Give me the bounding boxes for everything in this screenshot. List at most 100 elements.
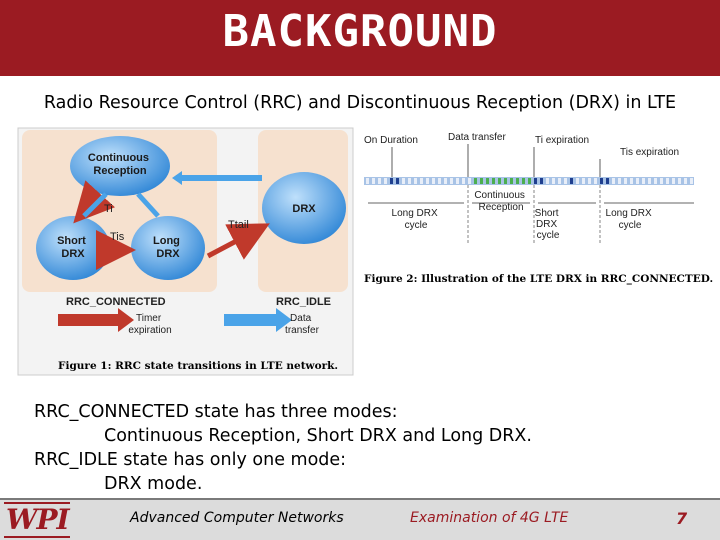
timeline-slot (438, 178, 441, 184)
legend-timer-arrow (58, 314, 118, 326)
timeline-slot (510, 178, 513, 184)
legend-timer-label: Timer expiration (128, 313, 171, 336)
wpi-logo: WPI (6, 503, 70, 536)
timeline-slot (474, 178, 477, 184)
label-ttail: Ttail (228, 219, 249, 231)
label-tis-expiration: Tis expiration (620, 147, 679, 158)
footer-divider (0, 498, 720, 500)
timeline-slot (612, 178, 615, 184)
figure2-caption: Figure 2: Illustration of the LTE DRX in… (364, 273, 713, 286)
timeline-slot (576, 178, 579, 184)
wpi-logo-frame (4, 502, 70, 538)
slide-title: BACKGROUND (222, 6, 498, 57)
timeline-slot (468, 178, 471, 184)
arrow-long-to-continuous (136, 192, 160, 218)
timeline-slot (564, 178, 567, 184)
timeline-slot (582, 178, 585, 184)
timeline-slot (408, 178, 411, 184)
timeline-slot (606, 178, 609, 184)
body-line-2: Continuous Reception, Short DRX and Long… (104, 426, 532, 446)
label-ti: Ti (104, 203, 113, 215)
timeline-slot (570, 178, 573, 184)
timeline-slot (498, 178, 501, 184)
label-ti-expiration: Ti expiration (535, 135, 589, 146)
timeline-slot (642, 178, 645, 184)
footer-course: Advanced Computer Networks (130, 510, 344, 526)
timeline-slot (660, 178, 663, 184)
page-number: 7 (676, 509, 688, 528)
timeline-slot (384, 178, 387, 184)
timeline-slot (588, 178, 591, 184)
body-text: RRC_CONNECTED state has three modes: Con… (34, 400, 532, 496)
timeline-slot (618, 178, 621, 184)
timeline-slot (690, 178, 693, 184)
timeline-slot (624, 178, 627, 184)
body-line-3: RRC_IDLE state has only one mode: (34, 450, 347, 470)
label-tis: Tis (110, 231, 125, 243)
timeline-slot (480, 178, 483, 184)
label-data-transfer: Data transfer (448, 132, 506, 143)
legend-data-label: Data transfer (285, 313, 320, 336)
timeline-slot (654, 178, 657, 184)
timeline-slot (390, 178, 393, 184)
header-bar: BACKGROUND (0, 0, 720, 76)
arrow-continuous-to-short (73, 180, 115, 224)
footer-topic: Examination of 4G LTE (410, 510, 569, 526)
group-idle-label: RRC_IDLE (276, 296, 331, 308)
timeline-slot (648, 178, 651, 184)
timeline-slot (462, 178, 465, 184)
span-short-drx: Short DRX cycle (535, 208, 562, 241)
label-on-duration: On Duration (364, 135, 418, 146)
figure1-caption: Figure 1: RRC state transitions in LTE n… (58, 360, 338, 372)
span-long-drx-1: Long DRX cycle (392, 208, 441, 231)
span-long-drx-2: Long DRX cycle (606, 208, 655, 231)
timeline-slot (486, 178, 489, 184)
node-short-drx (36, 216, 110, 280)
timeline-slot (504, 178, 507, 184)
arrow-short-to-continuous (82, 192, 108, 218)
timeline-slot (666, 178, 669, 184)
group-connected-label: RRC_CONNECTED (66, 296, 166, 308)
timeline-slot (396, 178, 399, 184)
node-long-drx (131, 216, 205, 280)
timeline-slots (366, 178, 693, 184)
timeline-slot (366, 178, 369, 184)
timeline-slot (552, 178, 555, 184)
timeline-slot (594, 178, 597, 184)
timeline-slot (516, 178, 519, 184)
timeline-slot (636, 178, 639, 184)
slide-subtitle: Radio Resource Control (RRC) and Discont… (43, 93, 677, 113)
timeline-slot (426, 178, 429, 184)
node-short-label: Short DRX (57, 235, 89, 260)
timeline-slot (420, 178, 423, 184)
node-idle-drx-label: DRX (292, 203, 316, 215)
arrow-long-to-idle (206, 223, 270, 260)
timeline-slot (414, 178, 417, 184)
timeline-slot (678, 178, 681, 184)
timeline-slot (456, 178, 459, 184)
timeline-slot (378, 178, 381, 184)
timeline-slot (522, 178, 525, 184)
timeline-slot (546, 178, 549, 184)
figure-drx-timeline: On Duration Data transfer Ti expiration … (358, 127, 713, 290)
node-continuous-label: Continuous Reception (88, 152, 152, 177)
span-continuous-reception: Continuous Reception (474, 190, 527, 213)
legend-data-arrow (224, 314, 276, 326)
timeline-slot (402, 178, 405, 184)
timeline-slot (672, 178, 675, 184)
timeline-slot (558, 178, 561, 184)
timeline-slot (630, 178, 633, 184)
timeline-slot (684, 178, 687, 184)
timeline-slot (492, 178, 495, 184)
timeline-slot (432, 178, 435, 184)
body-line-4: DRX mode. (104, 474, 203, 494)
timeline-slot (372, 178, 375, 184)
timeline-slot (534, 178, 537, 184)
node-idle-drx (262, 172, 346, 244)
timeline-slot (528, 178, 531, 184)
node-long-label: Long DRX (153, 235, 183, 260)
timeline-slot (600, 178, 603, 184)
figure-rrc-state-diagram: Continuous Reception Short DRX Long DRX … (17, 127, 354, 376)
footer-bar: WPI Advanced Computer Networks Examinati… (0, 498, 720, 540)
body-line-1: RRC_CONNECTED state has three modes: (34, 402, 398, 422)
